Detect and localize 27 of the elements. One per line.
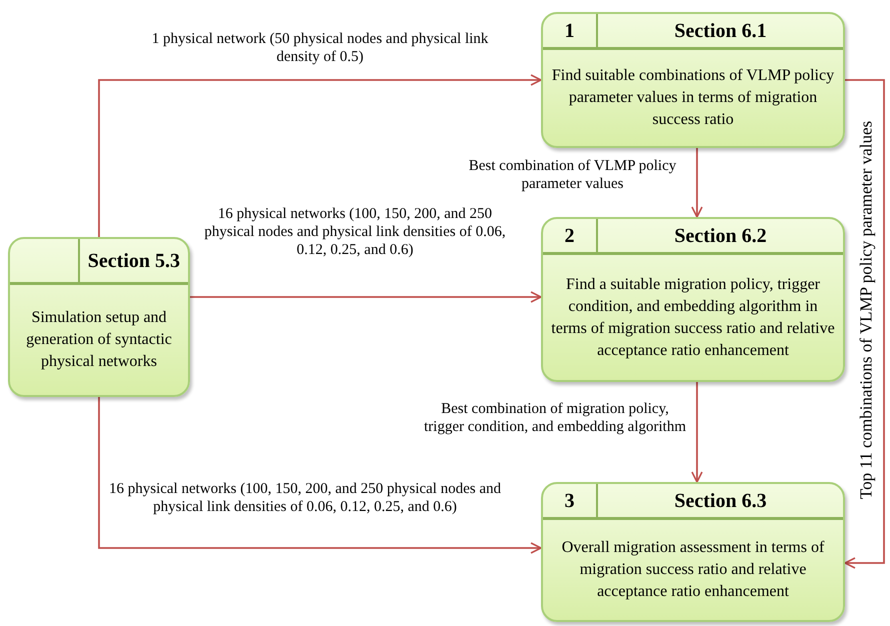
arrow xyxy=(98,74,542,237)
section-description: Overall migration assessment in terms of migration success ratio and relative acceptance ratio enhancement xyxy=(560,538,826,602)
section-box xyxy=(541,217,845,382)
step-number: 1 xyxy=(564,18,574,44)
section-box xyxy=(541,12,845,148)
edge-label: Top 11 combinations of VLMP policy parameter values xyxy=(855,120,876,500)
arrow xyxy=(691,148,703,218)
edge-label: 1 physical network (50 physical nodes and physical link density of 0.5) xyxy=(150,30,490,66)
edge-label: 16 physical networks (100, 150, 200, and 250 physical nodes and physical link densities of 0.06, 0.12, 0.25, and 0.6) xyxy=(108,480,502,516)
edge-label: Best combination of migration policy, trigger condition, and embedding algorithm xyxy=(422,400,688,436)
section-box xyxy=(8,237,190,397)
section-description: Simulation setup and generation of syntactic physical networks xyxy=(25,308,173,372)
edge-label: Best combination of VLMP policy parameter values xyxy=(468,157,678,193)
arrow xyxy=(190,291,542,303)
section-title: Section 5.3 xyxy=(88,248,180,274)
step-number: 2 xyxy=(564,224,574,248)
step-number: 3 xyxy=(564,488,574,514)
section-description: Find suitable combinations of VLMP policy parameter values in terms of migration success ratio xyxy=(551,66,835,130)
arrow xyxy=(844,79,885,569)
arrow xyxy=(691,382,703,483)
arrow xyxy=(98,397,542,554)
section-box xyxy=(541,482,845,622)
section-title: Section 6.1 xyxy=(674,18,767,44)
section-title: Section 6.2 xyxy=(674,224,767,248)
section-description: Find a suitable migration policy, trigger condition, and embedding algorithm in terms of migration success ratio and relative acceptance ratio enhancement xyxy=(551,274,835,360)
section-title: Section 6.3 xyxy=(674,488,767,514)
edge-label: 16 physical networks (100, 150, 200, and 250 physical nodes and physical link densities of 0.06, 0.12, 0.25, and 0.6) xyxy=(203,205,507,259)
